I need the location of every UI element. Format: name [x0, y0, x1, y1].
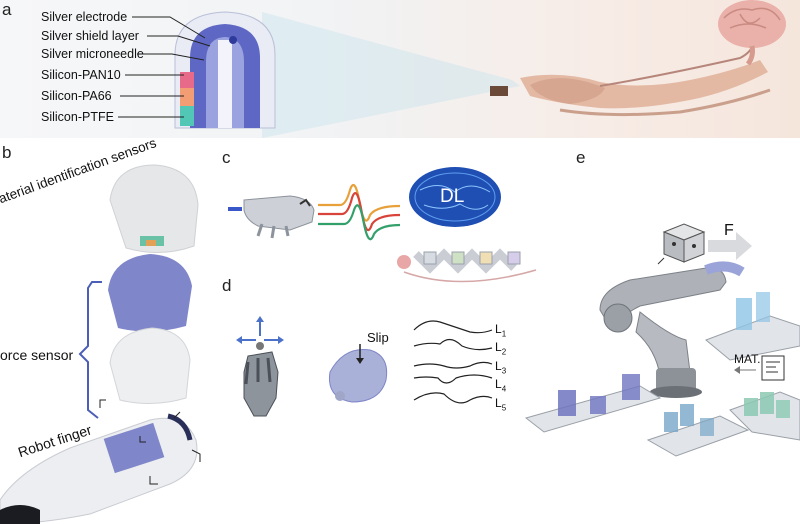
label-leaders — [118, 16, 211, 118]
panel-b-illustration — [0, 164, 201, 524]
panel-b-letter: b — [2, 143, 12, 162]
conveyor-left — [524, 374, 662, 433]
signal-label-5: L5 — [495, 396, 507, 413]
mat-label: MAT. — [734, 352, 761, 366]
layer-label-silver-microneedle: Silver microneedle — [41, 47, 144, 61]
force-arrow-icon — [708, 232, 752, 260]
robot-hand-arrows-icon — [236, 316, 284, 417]
panel-a-illustration — [118, 0, 786, 138]
layer-label-silver-shield: Silver shield layer — [41, 29, 139, 43]
signal-label-2: L2 — [495, 340, 507, 357]
layer-label-ptfe: Silicon-PTFE — [41, 110, 114, 124]
fingertip-sensor-icon — [490, 86, 508, 96]
material-list-icon — [734, 355, 785, 381]
conveyor-right — [729, 391, 800, 441]
signal-label-1: L1 — [495, 322, 507, 339]
material-sensor-shell — [109, 164, 199, 254]
inner-sensor-shell — [109, 327, 191, 405]
sensor-dome-icon — [174, 11, 276, 129]
robot-finger-icon — [0, 399, 201, 524]
slip-gripper-icon — [328, 344, 388, 403]
signal-label-4: L4 — [495, 377, 507, 394]
brain-icon — [718, 0, 786, 66]
force-sensor-bracket — [78, 281, 102, 419]
panel-d-letter: d — [222, 276, 232, 295]
panel-c-letter: c — [222, 148, 231, 167]
panel-e-letter: e — [576, 148, 586, 167]
brain-dl-text: DL — [440, 186, 465, 207]
robot-hand-icon — [228, 195, 315, 239]
panel-a-letter: a — [2, 0, 12, 19]
force-sensor-label: orce sensor — [0, 347, 74, 363]
force-label: F — [724, 222, 734, 239]
signal-label-3: L3 — [495, 359, 507, 376]
slip-label: Slip — [367, 330, 389, 345]
conveyor-center — [646, 404, 750, 457]
cube-icon — [657, 223, 706, 265]
industrial-robot-arm-icon — [599, 261, 745, 398]
layer-label-silver-electrode: Silver electrode — [41, 10, 128, 24]
slip-signal-traces — [413, 320, 493, 404]
layer-label-pan10: Silicon-PAN10 — [41, 68, 121, 82]
deep-learning-brain-icon — [409, 167, 501, 227]
neural-network-icon — [397, 248, 537, 283]
projection-cone — [262, 12, 520, 138]
force-sensor-shell — [108, 254, 192, 332]
tactile-signal-waves — [318, 183, 401, 241]
conveyor-top-right — [705, 292, 800, 361]
layer-label-pa66: Silicon-PA66 — [41, 89, 112, 103]
